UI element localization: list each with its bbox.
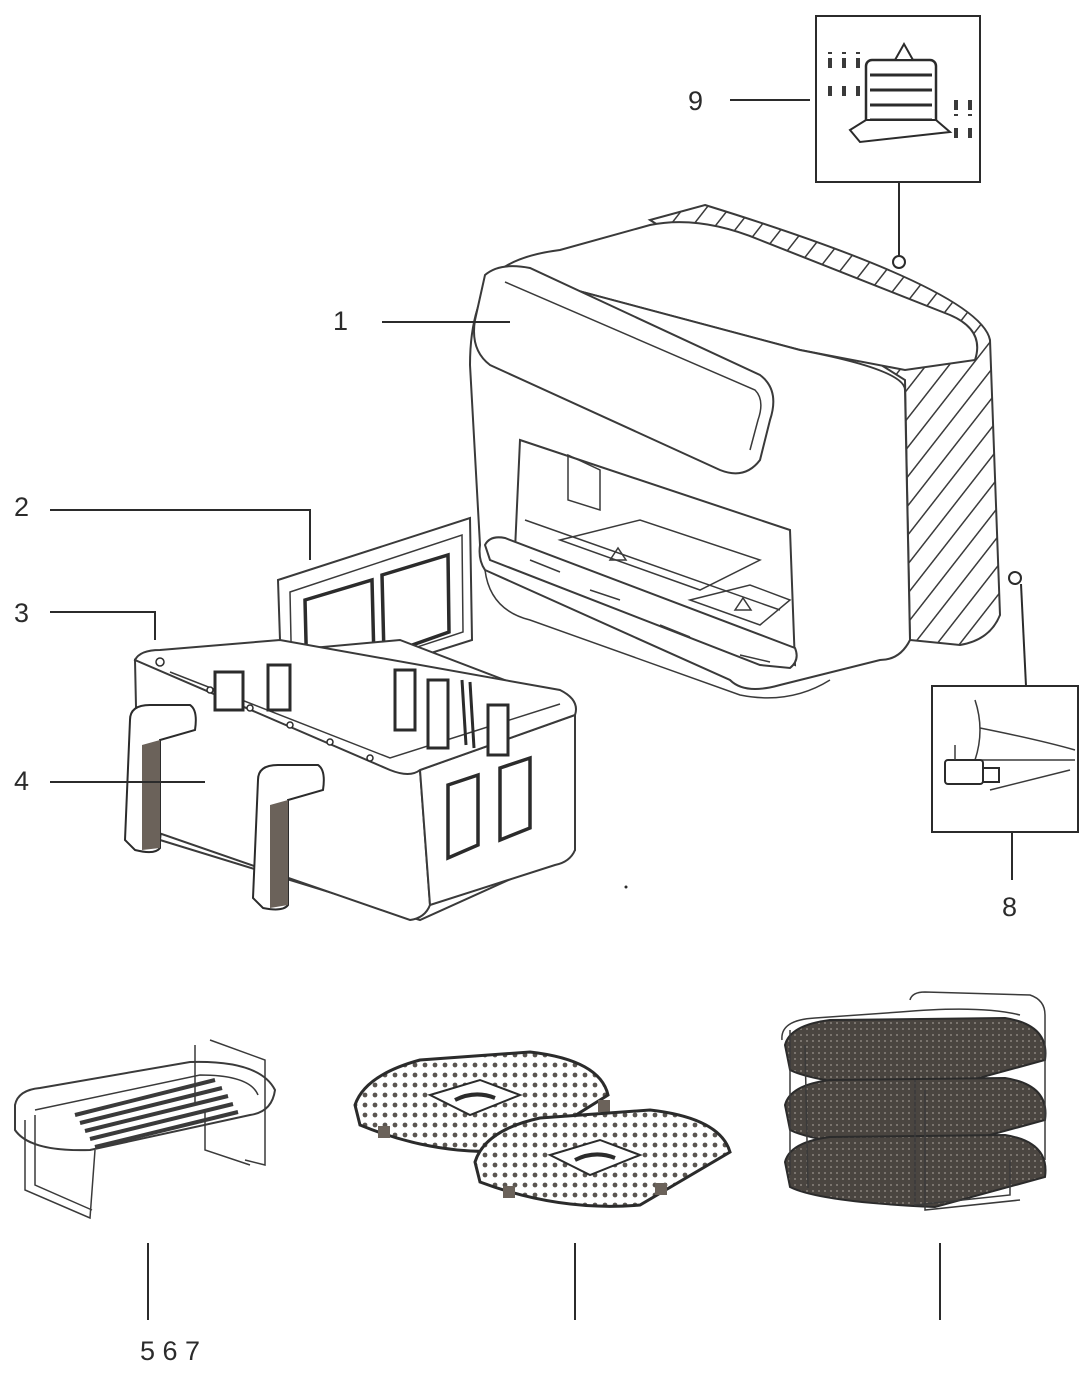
perforated-plates-accessory [353, 1050, 732, 1208]
basket [123, 638, 577, 922]
label-9: 9 [688, 86, 703, 116]
label-8: 8 [1002, 892, 1017, 922]
main-unit [468, 203, 1002, 699]
label-1: 1 [333, 306, 348, 336]
label-5-6-7: 5 6 7 [140, 1336, 200, 1366]
leader-line-3 [50, 611, 156, 640]
power-plug-inset [931, 571, 1079, 880]
leader-lines [50, 99, 941, 1320]
rack-accessory [14, 1039, 277, 1220]
multi-layer-rack-accessory [781, 991, 1047, 1211]
label-2: 2 [14, 492, 29, 522]
label-4: 4 [14, 766, 29, 796]
air-outlet-inset [815, 15, 981, 269]
label-3: 3 [14, 598, 29, 628]
leader-line-2 [50, 509, 311, 560]
